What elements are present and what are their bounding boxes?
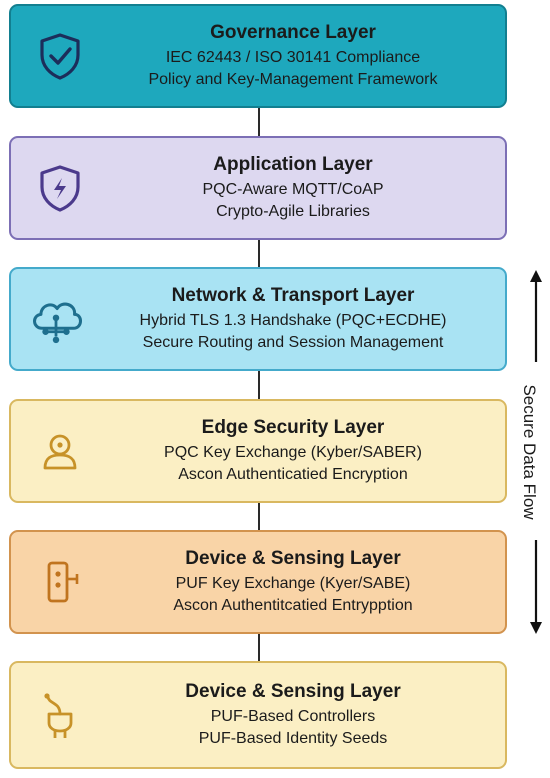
shield-bolt-icon (40, 165, 80, 212)
edge-layer-line-2: Ascon Authenticatied Encryption (178, 466, 408, 483)
network-layer-box: Network & Transport Layer Hybrid TLS 1.3… (9, 267, 507, 371)
device-layer-1-title: Device & Sensing Layer (185, 548, 401, 569)
secure-data-flow-label: Secure Data Flow (520, 384, 539, 520)
connector-application-network (258, 240, 260, 267)
device-sensing-layer-box-1: Device & Sensing Layer PUF Key Exchange … (9, 530, 507, 634)
governance-layer-line-2: Policy and Key-Management Framework (148, 71, 438, 88)
device-sensing-layer-box-2: Device & Sensing Layer PUF-Based Control… (9, 661, 507, 769)
connector-governance-application (258, 108, 260, 136)
device-layer-1-line-2: Ascon Authentitcatied Entrypption (173, 597, 413, 614)
network-layer-line-1: Hybrid TLS 1.3 Handshake (PQC+ECDHE) (139, 312, 447, 329)
device-layer-2-title: Device & Sensing Layer (185, 681, 401, 702)
network-layer-title: Network & Transport Layer (171, 285, 415, 306)
device-sensor-icon (47, 561, 79, 603)
governance-layer-box: Governance Layer IEC 62443 / ISO 30141 C… (9, 4, 507, 108)
shield-check-icon (40, 33, 80, 80)
cloud-network-icon (33, 302, 83, 344)
network-layer-line-2: Secure Routing and Session Management (142, 334, 444, 351)
edge-layer-line-1: PQC Key Exchange (Kyber/SABER) (164, 444, 422, 461)
application-layer-box: Application Layer PQC-Aware MQTT/CoAP Cr… (9, 136, 507, 240)
governance-layer-line-1: IEC 62443 / ISO 30141 Compliance (165, 49, 421, 66)
application-layer-line-2: Crypto-Agile Libraries (216, 203, 370, 220)
device-layer-2-line-1: PUF-Based Controllers (210, 708, 376, 725)
device-layer-2-line-2: PUF-Based Identity Seeds (198, 730, 388, 747)
connector-edge-device (258, 503, 260, 530)
governance-layer-title: Governance Layer (210, 22, 376, 43)
application-layer-line-1: PQC-Aware MQTT/CoAP (202, 181, 384, 198)
edge-security-layer-box: Edge Security Layer PQC Key Exchange (Ky… (9, 399, 507, 503)
user-icon (43, 434, 77, 470)
connector-network-edge (258, 371, 260, 399)
application-layer-title: Application Layer (213, 154, 373, 175)
connector-device-device (258, 634, 260, 661)
device-layer-1-line-1: PUF Key Exchange (Kyer/SABE) (175, 575, 411, 592)
double-arrow-icon (530, 270, 542, 634)
plug-icon (44, 693, 73, 738)
edge-layer-title: Edge Security Layer (201, 417, 385, 438)
